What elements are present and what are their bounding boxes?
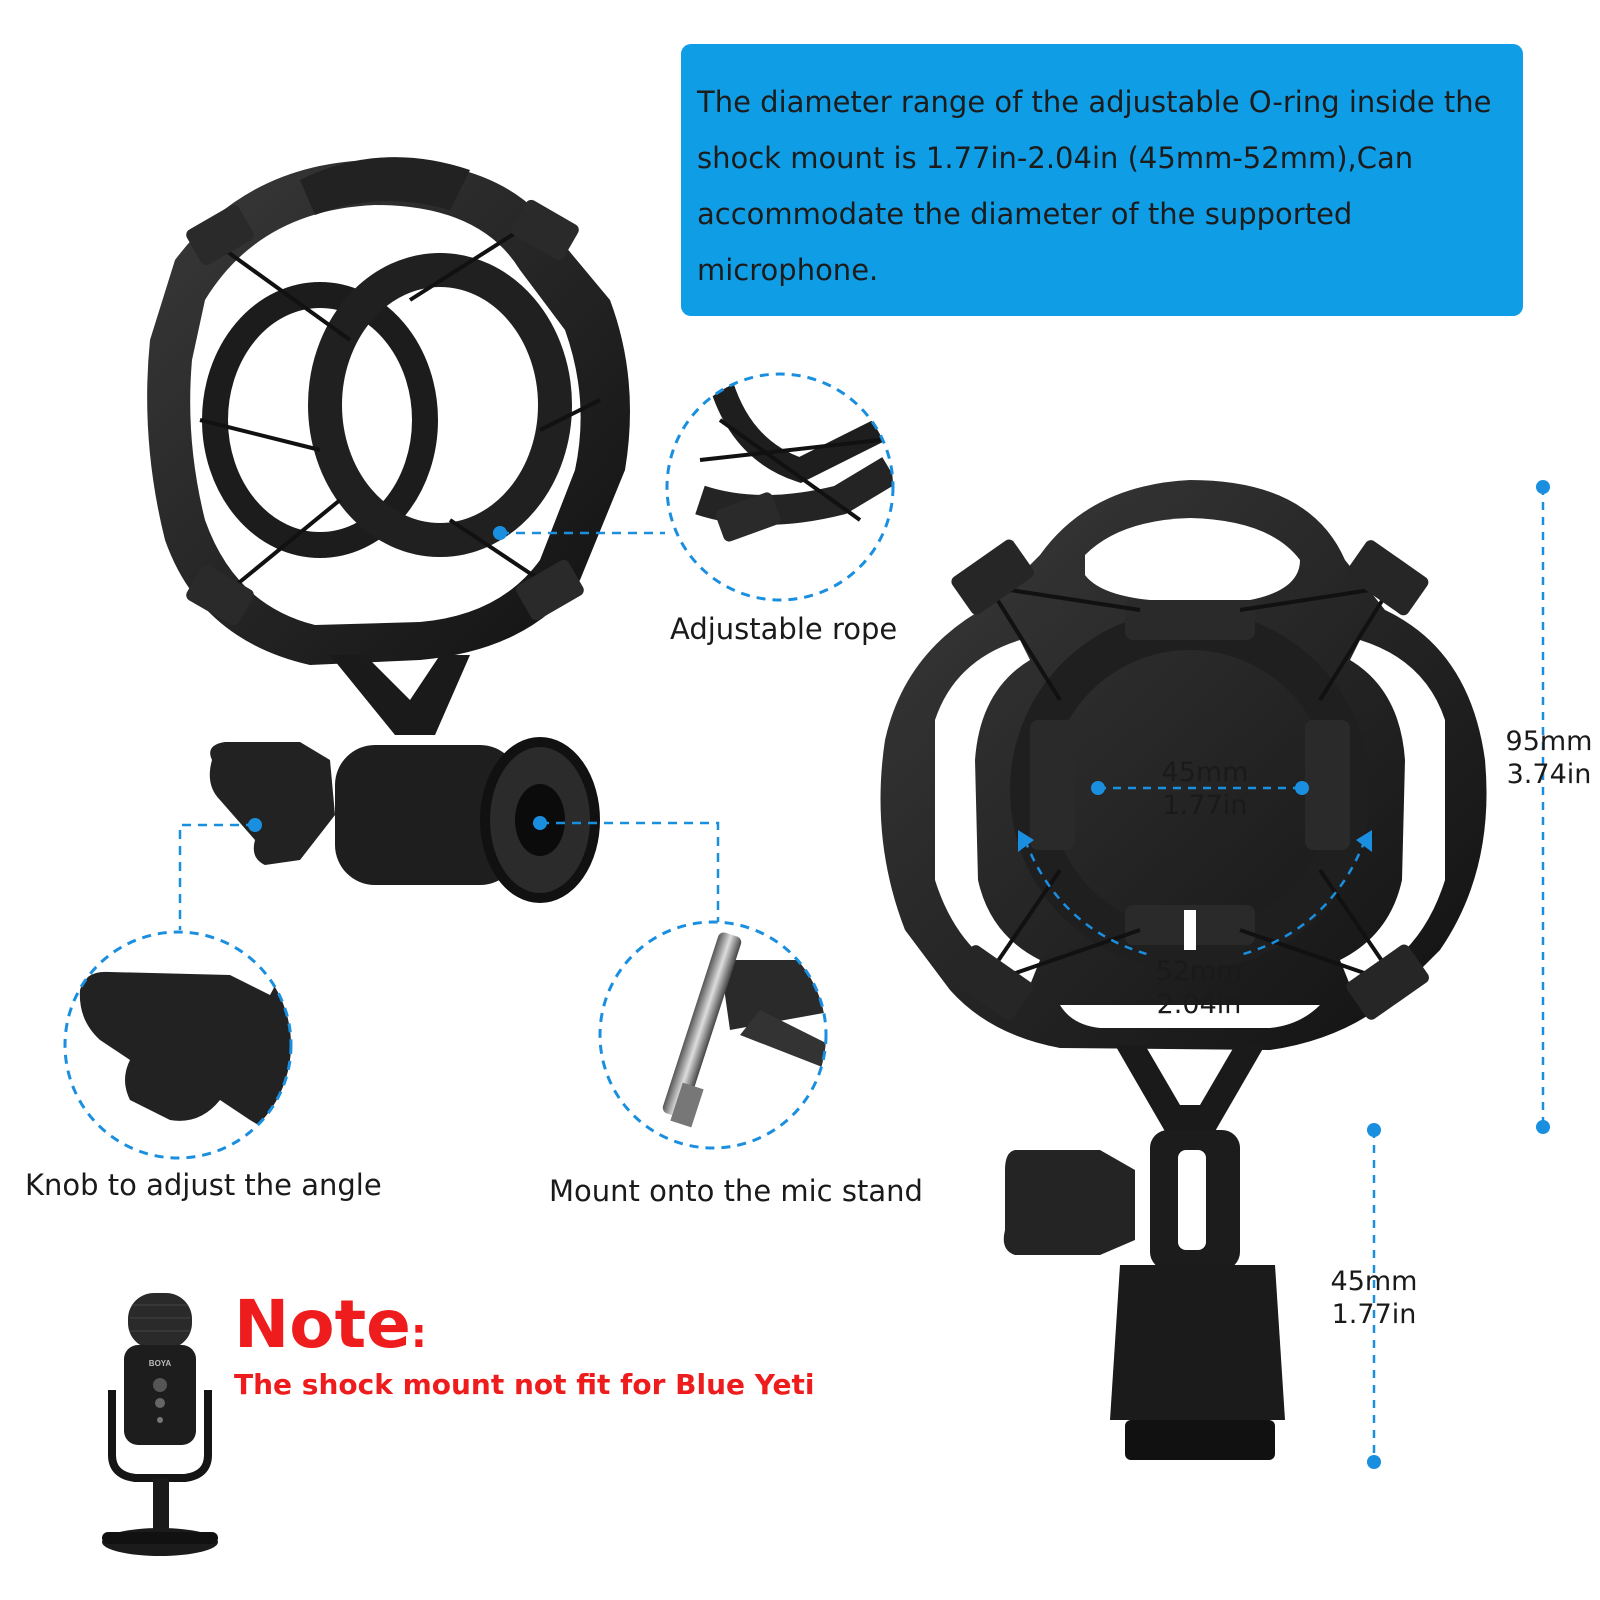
dim-in: 2.04in	[1156, 989, 1242, 1020]
mic-brand-logo: BOYA	[149, 1359, 172, 1368]
label-mic-stand: Mount onto the mic stand	[549, 1174, 923, 1208]
dim-mm: 95mm	[1505, 726, 1593, 757]
label-adjustable-rope: Adjustable rope	[670, 612, 898, 646]
info-line: accommodate the diameter of the supporte…	[697, 197, 1353, 231]
dim-inner-small: 45mm 1.77in	[1150, 756, 1260, 822]
dim-inner-large: 52mm 2.04in	[1144, 955, 1254, 1021]
dim-height: 95mm 3.74in	[1501, 725, 1597, 791]
boya-microphone: BOYA	[102, 1293, 218, 1556]
callout-knob	[63, 930, 293, 1160]
dim-in: 1.77in	[1162, 790, 1248, 821]
dim-mm: 52mm	[1155, 956, 1243, 987]
shock-mount-angled	[147, 157, 630, 903]
dim-mm: 45mm	[1330, 1266, 1418, 1297]
info-line: The diameter range of the adjustable O-r…	[697, 85, 1492, 119]
info-line: shock mount is 1.77in-2.04in (45mm-52mm)…	[697, 141, 1414, 175]
note-colon: :	[410, 1311, 427, 1357]
info-line: microphone.	[697, 253, 879, 287]
callout-stand	[598, 920, 828, 1150]
label-knob: Knob to adjust the angle	[25, 1168, 382, 1202]
callout-rope	[665, 372, 895, 602]
leader-lines	[178, 531, 720, 930]
info-box: The diameter range of the adjustable O-r…	[681, 44, 1523, 316]
leader-dots	[248, 526, 547, 832]
note-title: Note:	[234, 1290, 427, 1369]
dim-mm: 45mm	[1161, 757, 1249, 788]
dim-base: 45mm 1.77in	[1326, 1265, 1422, 1331]
dim-in: 1.77in	[1331, 1299, 1417, 1330]
dimension-markers	[1018, 480, 1550, 1469]
note-text: The shock mount not fit for Blue Yeti	[234, 1368, 815, 1401]
note-title-text: Note	[234, 1286, 411, 1363]
shock-mount-front	[880, 480, 1487, 1460]
dim-in: 3.74in	[1506, 759, 1592, 790]
